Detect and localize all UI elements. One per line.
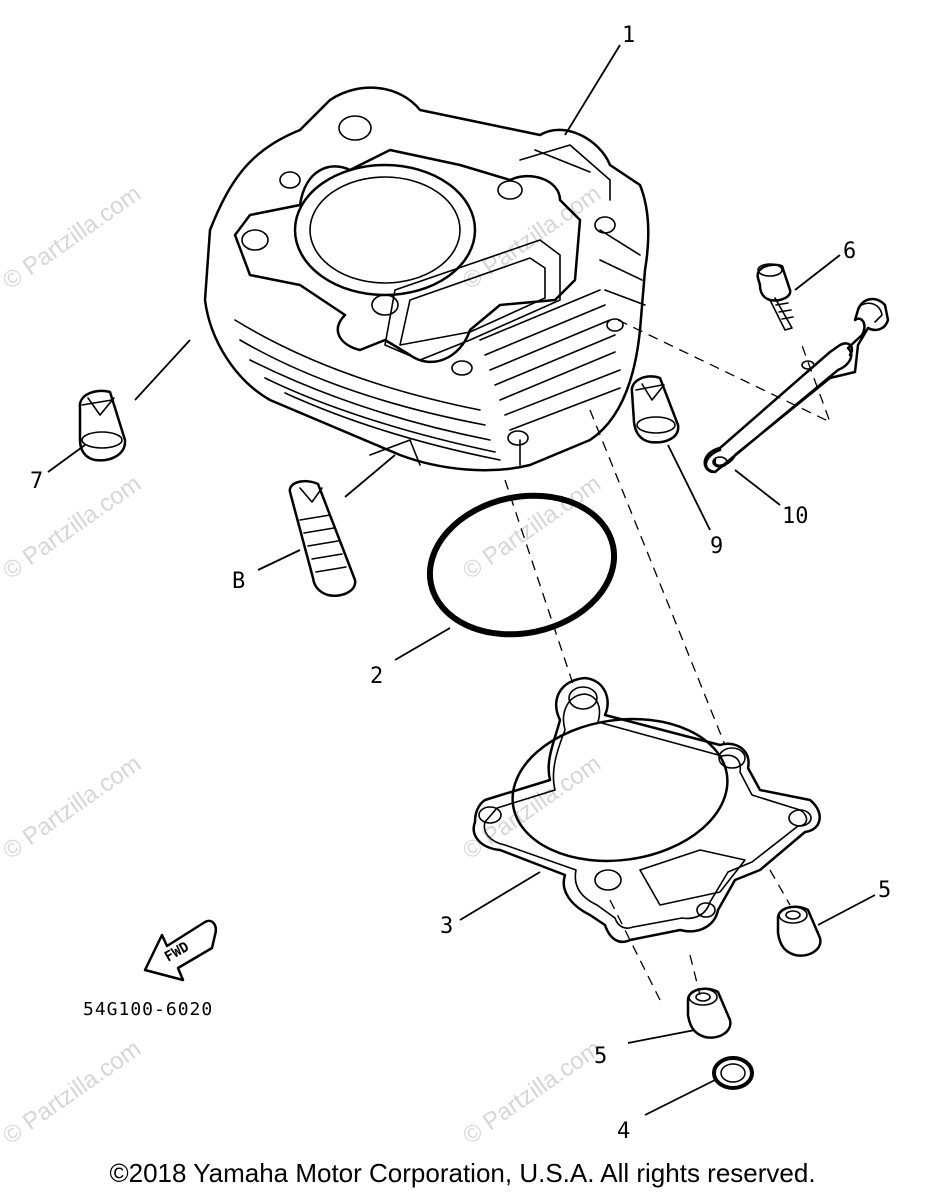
callout-5-lower: 5	[594, 1044, 607, 1069]
part-5-dowel-pin-right	[776, 905, 822, 957]
part-6-bolt	[756, 263, 794, 331]
part-8-stud	[288, 480, 357, 597]
watermark: © Partzilla.com	[458, 750, 606, 865]
leader-lines	[47, 44, 876, 1116]
callout-10: 10	[782, 504, 809, 529]
part-9-plug	[630, 375, 680, 444]
callout-4: 4	[617, 1119, 630, 1144]
callout-5-right: 5	[878, 878, 891, 903]
watermark: © Partzilla.com	[0, 1035, 146, 1150]
callout-labels: 1 2 3 4 5 5 6 7 B 9 10	[30, 23, 891, 1144]
watermark: © Partzilla.com	[0, 470, 146, 585]
part-5-dowel-pin-lower	[686, 987, 732, 1039]
callout-6: 6	[843, 239, 856, 264]
watermark: © Partzilla.com	[458, 180, 606, 295]
copyright-notice: ©2018 Yamaha Motor Corporation, U.S.A. A…	[109, 1158, 816, 1188]
part-3-cylinder-gasket	[472, 676, 821, 944]
watermark: © Partzilla.com	[458, 1035, 606, 1150]
callout-8: B	[232, 569, 245, 594]
callout-2: 2	[370, 664, 383, 689]
part-7-plug	[78, 389, 127, 462]
part-10-bracket	[703, 297, 890, 474]
watermark: © Partzilla.com	[0, 180, 146, 295]
watermark: © Partzilla.com	[0, 750, 146, 865]
watermark: © Partzilla.com	[458, 470, 606, 585]
part-1-cylinder	[203, 86, 650, 472]
callout-3: 3	[440, 914, 453, 939]
callout-9: 9	[710, 534, 723, 559]
callout-1: 1	[622, 23, 635, 48]
callout-7: 7	[30, 469, 43, 494]
part-2-o-ring	[426, 492, 618, 638]
fwd-arrow-icon: FWD	[143, 919, 217, 982]
diagram-code: 54G100-6020	[83, 999, 213, 1020]
alignment-lines	[504, 319, 832, 1001]
part-4-circlip	[712, 1056, 754, 1090]
